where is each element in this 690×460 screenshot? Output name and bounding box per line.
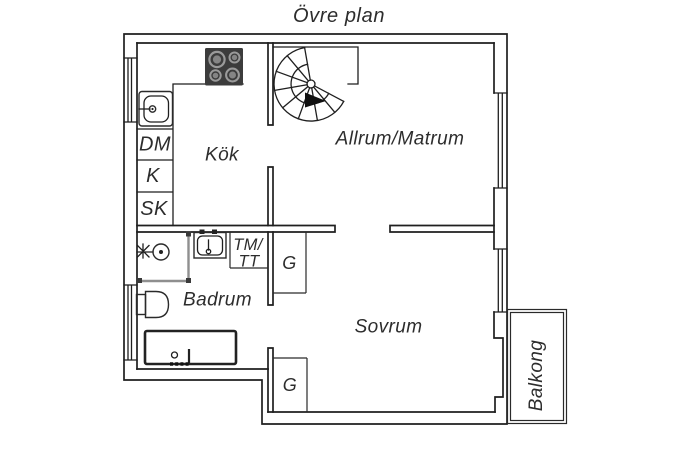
bathtub [143, 329, 238, 366]
kitchen-sink [138, 90, 174, 127]
label-kitchen: Kök [205, 145, 240, 166]
wardrobe-upper-box [273, 232, 307, 294]
window-right [493, 92, 508, 189]
spiral-staircase [272, 46, 359, 122]
balcony-door [493, 248, 508, 313]
label-tall-cabinet: SK [140, 198, 169, 220]
window-lower-left [123, 284, 138, 361]
wardrobe-lower-box [273, 357, 308, 412]
label-dishwasher: DM [139, 134, 171, 156]
label-balcony: Balkong [526, 340, 547, 411]
label-bathroom: Badrum [183, 290, 252, 311]
label-washer-dryer-2: TT [239, 253, 261, 271]
balcony [506, 308, 568, 425]
label-washer-dryer-1: TM/ [233, 236, 264, 254]
toilet [135, 290, 170, 319]
stair-direction-arrow [305, 92, 326, 108]
exterior-walls [123, 33, 508, 425]
shower-head-icon [136, 243, 170, 261]
label-wardrobe-upper: G [282, 253, 296, 273]
washbasin [193, 229, 227, 259]
shower [136, 231, 191, 283]
label-fridge: K [146, 165, 161, 187]
window-upper-left [123, 57, 138, 123]
stove [205, 48, 243, 86]
plan-title: Övre plan [293, 5, 385, 27]
label-wardrobe-lower: G [283, 375, 297, 395]
label-bedroom: Sovrum [355, 317, 423, 338]
label-living-room: Allrum/Matrum [335, 129, 465, 150]
washer-dryer-niche [229, 232, 268, 269]
